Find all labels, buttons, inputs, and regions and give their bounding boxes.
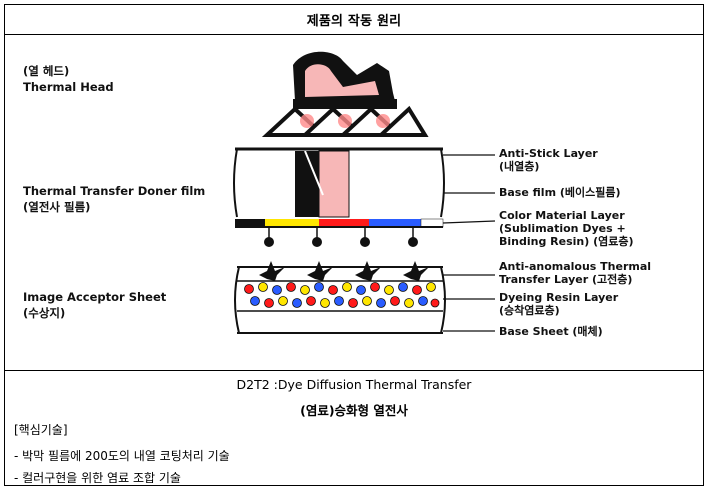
left-labels: (열 헤드) Thermal Head Thermal Transfer Don…	[23, 64, 205, 320]
label-thermal-head-en: Thermal Head	[23, 80, 114, 94]
acceptor-left-break	[234, 266, 240, 334]
dye-drop-4	[408, 237, 418, 247]
impact-burst-1	[259, 261, 285, 281]
particle	[426, 282, 436, 292]
label-acceptor-en: Image Acceptor Sheet	[23, 290, 167, 304]
acceptor-right-break	[440, 266, 446, 334]
thermal-head	[261, 51, 429, 137]
particle	[384, 285, 394, 295]
particle	[362, 296, 372, 306]
label-color-material-2: (Sublimation Dyes +	[499, 222, 626, 235]
particle	[244, 284, 254, 294]
color-layer-blue	[369, 219, 421, 227]
particle	[398, 282, 408, 292]
particle	[300, 285, 310, 295]
label-acceptor-ko: (수상지)	[23, 306, 65, 320]
particle	[418, 296, 428, 306]
particle	[286, 282, 296, 292]
particle	[342, 282, 352, 292]
particle	[306, 296, 316, 306]
particle	[292, 298, 302, 308]
heat-glow-1	[300, 114, 314, 128]
dye-drop-2	[312, 237, 322, 247]
particle	[264, 298, 274, 308]
page-title: 제품의 작동 원리	[306, 14, 402, 29]
particle	[250, 296, 260, 306]
dye-drop-1	[264, 237, 274, 247]
thermal-transfer-diagram: (열 헤드) Thermal Head Thermal Transfer Don…	[23, 51, 651, 338]
label-base-film: Base film (베이스필름)	[499, 185, 621, 199]
particle	[376, 298, 386, 308]
impact-bursts	[259, 261, 429, 281]
figure-frame: 제품의 작동 원리	[4, 4, 704, 486]
impact-burst-3	[355, 261, 381, 281]
particle	[272, 285, 282, 295]
header-cell: 제품의 작동 원리	[5, 5, 703, 35]
particle	[348, 298, 358, 308]
particle	[320, 298, 330, 308]
thermal-head-base	[293, 99, 397, 109]
label-base-sheet: Base Sheet (매체)	[499, 324, 603, 338]
particle	[356, 285, 366, 295]
heating-element-4	[375, 105, 429, 137]
color-layer-black	[235, 219, 265, 227]
label-anti-anomalous-1: Anti-anomalous Thermal	[499, 260, 651, 273]
film-left-break	[233, 148, 238, 218]
thermal-head-pink	[305, 64, 379, 97]
core-tech-heading: [핵심기술]	[14, 423, 68, 437]
color-layer-clear	[420, 218, 444, 228]
dye-drops	[264, 227, 418, 247]
heat-glow-3	[376, 114, 390, 128]
core-tech-bullet-1: - 박막 필름에 200도의 내열 코팅처리 기술	[14, 449, 230, 463]
particle	[412, 285, 422, 295]
particle	[278, 296, 288, 306]
particle	[328, 285, 338, 295]
dye-drop-3	[360, 237, 370, 247]
label-color-material-1: Color Material Layer	[499, 209, 625, 222]
particle	[334, 296, 344, 306]
label-dyeing-resin-1: Dyeing Resin Layer	[499, 291, 619, 304]
caption-title-en: D2T2 :Dye Diffusion Thermal Transfer	[236, 377, 472, 392]
color-layer-red	[319, 219, 369, 227]
leader-color-material	[442, 220, 496, 224]
particle	[258, 282, 268, 292]
impact-burst-2	[307, 261, 333, 281]
particle	[404, 298, 414, 308]
particle	[314, 282, 324, 292]
label-anti-stick-ko: (내열층)	[499, 159, 539, 173]
press-column-pink	[318, 150, 350, 218]
caption-cell: D2T2 :Dye Diffusion Thermal Transfer (염료…	[5, 371, 703, 485]
acceptor-sheet	[234, 261, 446, 334]
film-right-break	[440, 148, 445, 218]
diagram-cell: (열 헤드) Thermal Head Thermal Transfer Don…	[5, 35, 703, 371]
label-dyeing-resin-2: (승착염료층)	[499, 303, 560, 317]
core-tech-bullet-2: - 컬러구현을 위한 염료 조합 기술	[14, 471, 181, 485]
label-donor-film-ko: (열전사 필름)	[23, 200, 90, 214]
caption-title-ko: (염료)승화형 열전사	[300, 403, 408, 418]
dye-particles	[244, 282, 440, 308]
label-color-material-3: Binding Resin) (염료층)	[499, 234, 634, 248]
label-anti-anomalous-2: Transfer Layer (고전층)	[499, 272, 632, 286]
press-column-highlight	[304, 150, 324, 196]
label-donor-film-en: Thermal Transfer Doner film	[23, 184, 205, 198]
donor-film	[233, 147, 445, 247]
particle	[390, 296, 400, 306]
right-labels: Anti-Stick Layer (내열층) Base film (베이스필름)…	[499, 147, 651, 338]
label-anti-stick-en: Anti-Stick Layer	[499, 147, 598, 160]
impact-burst-4	[403, 261, 429, 281]
heat-glow-2	[338, 114, 352, 128]
particle	[370, 282, 380, 292]
leader-lines	[442, 154, 496, 332]
color-layer-yellow	[265, 219, 319, 227]
particle	[430, 298, 440, 308]
label-thermal-head-ko: (열 헤드)	[23, 64, 69, 78]
heating-elements	[261, 105, 429, 137]
press-column-dark	[295, 151, 319, 217]
